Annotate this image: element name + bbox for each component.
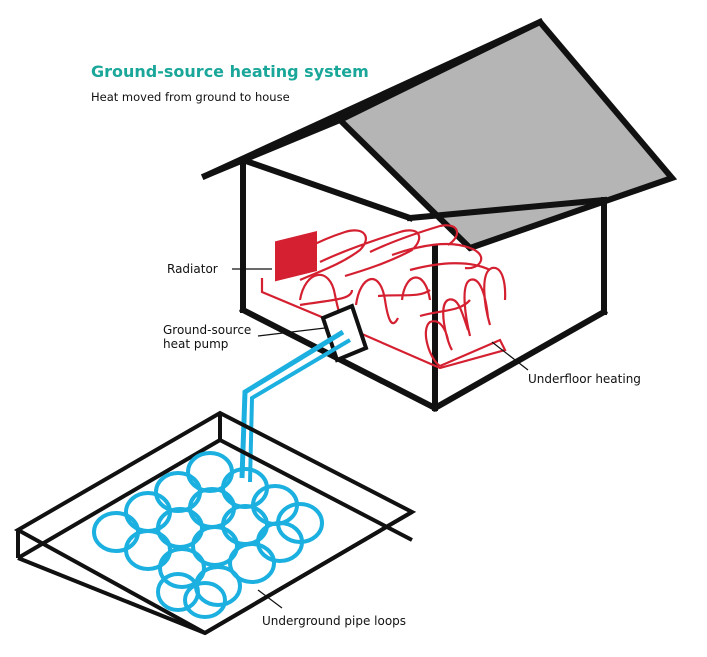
diagram-subtitle: Heat moved from ground to house [91,90,290,104]
radiator-label: Radiator [167,262,218,276]
heat-pump-label-line1: Ground-source [163,323,252,337]
ground-pipe-riser [239,329,345,479]
heat-pump-leader [257,327,326,337]
heat-pump-label: Ground-source heat pump [163,323,251,351]
radiator-panel [275,230,317,282]
underground-pipe-loops [92,451,324,619]
heat-pump-box [320,303,369,363]
pipe-loops-leader [257,589,283,609]
ground-pit [13,410,417,636]
underfloor-leader [491,341,529,371]
leader-lines [232,268,529,609]
underfloor-label: Underfloor heating [528,372,641,386]
gable-inner [239,156,414,222]
diagram-title: Ground-source heating system [91,62,369,81]
house [201,18,678,413]
ground-pipe-riser-2 [248,338,352,483]
pipe-loops-label: Underground pipe loops [262,614,407,628]
gable-right [406,196,608,222]
floor-right [430,307,609,413]
heat-pump-label-line2: heat pump [163,337,229,351]
roof-ridge-line [201,18,544,180]
